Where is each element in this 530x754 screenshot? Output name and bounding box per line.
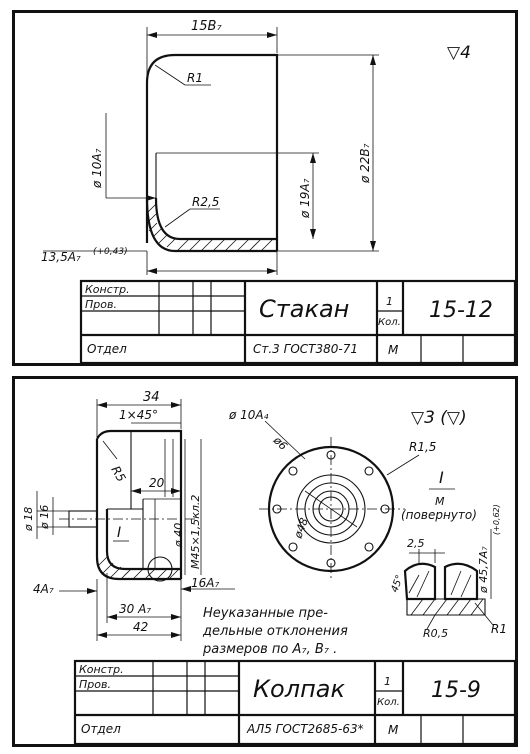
tb1-row3-label: Отдел <box>87 342 127 356</box>
cap-front-view <box>259 437 405 581</box>
dim-45deg-label: 45° <box>389 574 405 594</box>
drawing-stakan-canvas: ▽4 15В₇ R1 ø 10А₇ ø 19А₇ <box>41 19 515 363</box>
cap-section-view <box>59 429 195 582</box>
dim-42-label: 42 <box>133 620 148 634</box>
dim-radius-bottom-label: R2,5 <box>192 195 219 209</box>
dim-length-label: 15В₇ <box>191 19 222 34</box>
dim-d457-label: ø 45,7А₇ <box>477 546 490 594</box>
tb2-row3-label: Отдел <box>81 722 121 736</box>
tb2-drawing-number: 15-9 <box>431 678 481 703</box>
tb1-drawing-number: 15-12 <box>429 298 493 323</box>
tb1-count: 1 <box>386 295 393 308</box>
tb2-material: АЛ5 ГОСТ2685-63* <box>246 722 364 736</box>
dim-r15-label: R1,5 <box>409 440 436 454</box>
detail-mark-left: I <box>117 525 121 541</box>
tb2-row1-label: Констр. <box>79 663 124 676</box>
cup-bottom-inner <box>154 197 277 241</box>
dim-d18-label: ø 18 <box>22 507 35 532</box>
dim-d16-label: ø 16 <box>38 505 51 530</box>
title-block-stakan <box>79 279 515 363</box>
dim-overall-dia-label: ø 22В₇ <box>358 143 372 184</box>
dim-d10a4-label: ø 10А₄ <box>228 408 269 422</box>
note-line-3: размеров по А₇, В₇ . <box>202 642 337 657</box>
dim-34-label: 34 <box>143 390 160 405</box>
cup-section-hatch <box>146 203 274 252</box>
detail-i-view <box>403 562 486 616</box>
drawing-sheet-kolpak: ▽3 (▽) 34 1×45° R5 <box>12 376 518 747</box>
tb1-row2-label: Пров. <box>85 298 117 311</box>
tb2-row2-label: Пров. <box>79 678 111 691</box>
dim-25-label: 2,5 <box>407 537 425 550</box>
dim-d6-label: ø6 <box>270 433 290 453</box>
roughness-mark: ▽3 (▽) <box>411 408 467 428</box>
tb1-row1-label: Констр. <box>85 283 130 296</box>
dim-thread-label: М45×1,5кл.2 <box>189 495 202 569</box>
tb2-part-name: Колпак <box>253 675 345 703</box>
tb2-count: 1 <box>384 675 391 688</box>
dim-d40-label: ø 40 <box>172 523 185 548</box>
dim-r5-label: R5 <box>108 464 128 485</box>
title-block-kolpak <box>73 659 515 744</box>
note-line-2: дельные отклонения <box>202 624 348 639</box>
dim-4a7-label: 4А₇ <box>33 582 54 596</box>
tb1-material: Ст.3 ГОСТ380-71 <box>253 342 358 356</box>
note-line-1: Неуказанные пре- <box>203 606 328 621</box>
dim-bottom-tolerance: (+0,43) <box>93 247 128 257</box>
detail-scale: М <box>435 495 445 508</box>
dim-r1-label: R1 <box>491 622 507 636</box>
detail-rotated-label: (повернуто) <box>401 508 477 522</box>
cup-outer-profile <box>145 53 279 251</box>
drawing-kolpak-canvas: ▽3 (▽) 34 1×45° R5 <box>22 390 515 744</box>
dim-30a7-label: 30 А₇ <box>119 602 151 616</box>
tb1-scale: М <box>388 343 399 357</box>
dim-d457-tolerance: (+0,62) <box>492 504 501 535</box>
tb1-part-name: Стакан <box>259 295 349 323</box>
dim-20-label: 20 <box>149 476 165 490</box>
detail-title: I <box>439 468 444 487</box>
tb2-count-label: Кол. <box>377 697 400 708</box>
dim-r05-label: R0,5 <box>423 627 448 640</box>
roughness-mark: ▽4 <box>447 43 471 63</box>
cup-bottom-outer <box>145 197 277 253</box>
drawing-sheet-stakan: ▽4 15В₇ R1 ø 10А₇ ø 19А₇ <box>12 10 518 366</box>
dim-d48-label: ø48 <box>291 516 311 541</box>
dim-inner-dia-label: ø 10А₇ <box>90 148 104 189</box>
dim-bottom-label: 13,5А₇ <box>41 250 81 264</box>
tb2-scale: М <box>388 723 399 737</box>
dim-radius-top-label: R1 <box>187 71 203 85</box>
dim-16a7-label: 16А₇ <box>191 576 219 590</box>
tb1-count-label: Кол. <box>378 317 401 328</box>
dim-outer-dia-label: ø 19А₇ <box>298 178 312 219</box>
dim-chamfer-label: 1×45° <box>119 408 158 422</box>
